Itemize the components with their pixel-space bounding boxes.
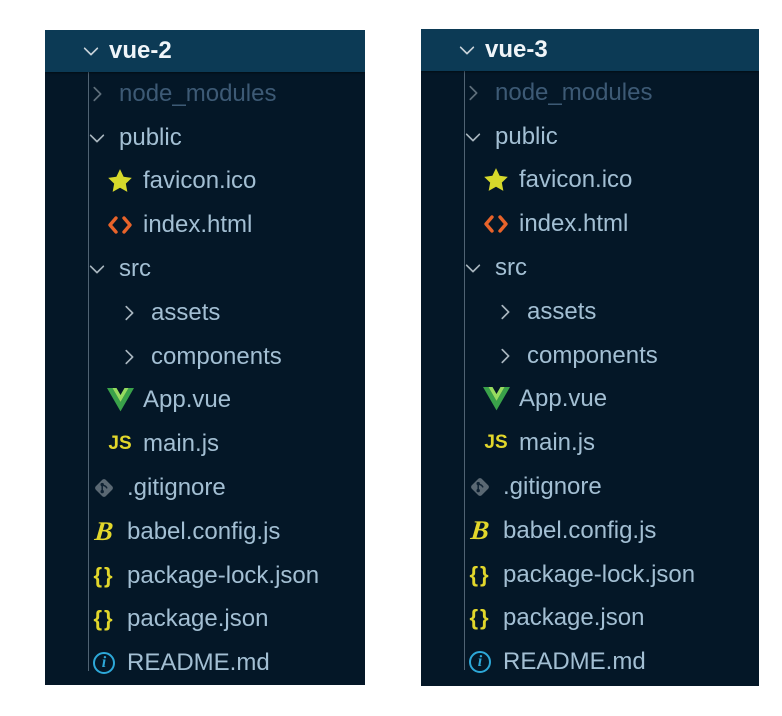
- chevron-right-icon: [495, 302, 515, 322]
- root-folder-header-vue-3[interactable]: vue-3: [421, 29, 759, 71]
- tree-item-readme-md[interactable]: i README.md: [421, 640, 759, 684]
- braces-icon: {}: [469, 605, 491, 631]
- tree-item-app-vue[interactable]: App.vue: [421, 378, 759, 422]
- tree-item-components[interactable]: components: [421, 334, 759, 378]
- item-label: src: [119, 255, 151, 283]
- babel-icon: B: [93, 516, 115, 547]
- item-label: README.md: [127, 649, 270, 677]
- vue-icon: [481, 384, 511, 414]
- item-label: src: [495, 254, 527, 282]
- js-icon: JS: [108, 433, 132, 455]
- tree-item-favicon-ico[interactable]: favicon.ico: [45, 160, 365, 204]
- braces-icon: {}: [469, 561, 491, 587]
- tree-item-index-html[interactable]: index.html: [45, 203, 365, 247]
- git-icon: [89, 473, 119, 503]
- html-code-icon: [481, 209, 511, 239]
- tree-item-src[interactable]: src: [45, 247, 365, 291]
- tree-item-package-lock-json[interactable]: {} package-lock.json: [421, 553, 759, 597]
- chevron-right-icon: [119, 303, 139, 323]
- item-label: components: [527, 341, 658, 369]
- tree-item-package-json[interactable]: {} package.json: [45, 598, 365, 642]
- tree-item-app-vue[interactable]: App.vue: [45, 379, 365, 423]
- chevron-down-icon: [87, 259, 107, 279]
- tree-item-main-js[interactable]: JS main.js: [421, 421, 759, 465]
- item-label: favicon.ico: [143, 167, 257, 195]
- indent-guide: [88, 72, 89, 672]
- chevron-down-icon: [81, 41, 101, 61]
- tree-item-readme-md[interactable]: i README.md: [45, 641, 365, 685]
- chevron-down-icon: [87, 128, 107, 148]
- item-label: package.json: [503, 604, 645, 632]
- item-label: assets: [527, 297, 597, 325]
- chevron-right-icon: [463, 83, 483, 103]
- braces-icon: {}: [93, 562, 115, 588]
- item-label: node_modules: [495, 78, 653, 106]
- star-icon: [105, 166, 135, 196]
- item-label: favicon.ico: [519, 166, 633, 194]
- item-label: package.json: [127, 605, 269, 633]
- item-label: App.vue: [143, 386, 232, 414]
- tree-item-public[interactable]: public: [421, 115, 759, 159]
- tree-item-assets[interactable]: assets: [45, 291, 365, 335]
- tree-item-favicon-ico[interactable]: favicon.ico: [421, 159, 759, 203]
- item-label: main.js: [143, 430, 220, 458]
- item-label: components: [151, 342, 282, 370]
- item-label: README.md: [503, 648, 646, 676]
- item-label: public: [495, 122, 558, 150]
- root-folder-title: vue-2: [109, 37, 172, 64]
- root-folder-title: vue-3: [485, 36, 548, 63]
- chevron-down-icon: [463, 258, 483, 278]
- tree-item-gitignore[interactable]: .gitignore: [421, 465, 759, 509]
- babel-icon: B: [469, 515, 491, 546]
- tree-item-package-lock-json[interactable]: {} package-lock.json: [45, 554, 365, 598]
- item-label: assets: [151, 298, 221, 326]
- item-label: babel.config.js: [503, 516, 657, 544]
- item-label: babel.config.js: [127, 517, 281, 545]
- tree-item-package-json[interactable]: {} package.json: [421, 597, 759, 641]
- item-label: package-lock.json: [503, 560, 696, 588]
- tree-item-node-modules[interactable]: node_modules: [421, 71, 759, 115]
- tree-item-assets[interactable]: assets: [421, 290, 759, 334]
- chevron-down-icon: [457, 40, 477, 60]
- item-label: App.vue: [519, 385, 608, 413]
- item-label: index.html: [143, 211, 253, 239]
- vue-icon: [105, 385, 135, 415]
- tree-item-main-js[interactable]: JS main.js: [45, 422, 365, 466]
- html-code-icon: [105, 210, 135, 240]
- item-label: package-lock.json: [127, 561, 320, 589]
- item-label: node_modules: [119, 79, 277, 107]
- git-icon: [465, 472, 495, 502]
- root-folder-header-vue-2[interactable]: vue-2: [45, 30, 365, 72]
- tree-item-node-modules[interactable]: node_modules: [45, 72, 365, 116]
- chevron-right-icon: [495, 346, 515, 366]
- braces-icon: {}: [93, 606, 115, 632]
- info-icon: i: [89, 648, 119, 678]
- indent-guide: [464, 71, 465, 671]
- item-label: public: [119, 123, 182, 151]
- item-label: index.html: [519, 210, 629, 238]
- tree-item-src[interactable]: src: [421, 246, 759, 290]
- star-icon: [481, 165, 511, 195]
- item-label: .gitignore: [127, 474, 226, 502]
- chevron-right-icon: [87, 84, 107, 104]
- chevron-down-icon: [463, 127, 483, 147]
- item-label: main.js: [519, 429, 596, 457]
- chevron-right-icon: [119, 347, 139, 367]
- js-icon: JS: [484, 432, 508, 454]
- info-icon: i: [465, 647, 495, 677]
- tree-item-gitignore[interactable]: .gitignore: [45, 466, 365, 510]
- item-label: .gitignore: [503, 473, 602, 501]
- tree-item-public[interactable]: public: [45, 116, 365, 160]
- tree-item-components[interactable]: components: [45, 335, 365, 379]
- tree-item-index-html[interactable]: index.html: [421, 202, 759, 246]
